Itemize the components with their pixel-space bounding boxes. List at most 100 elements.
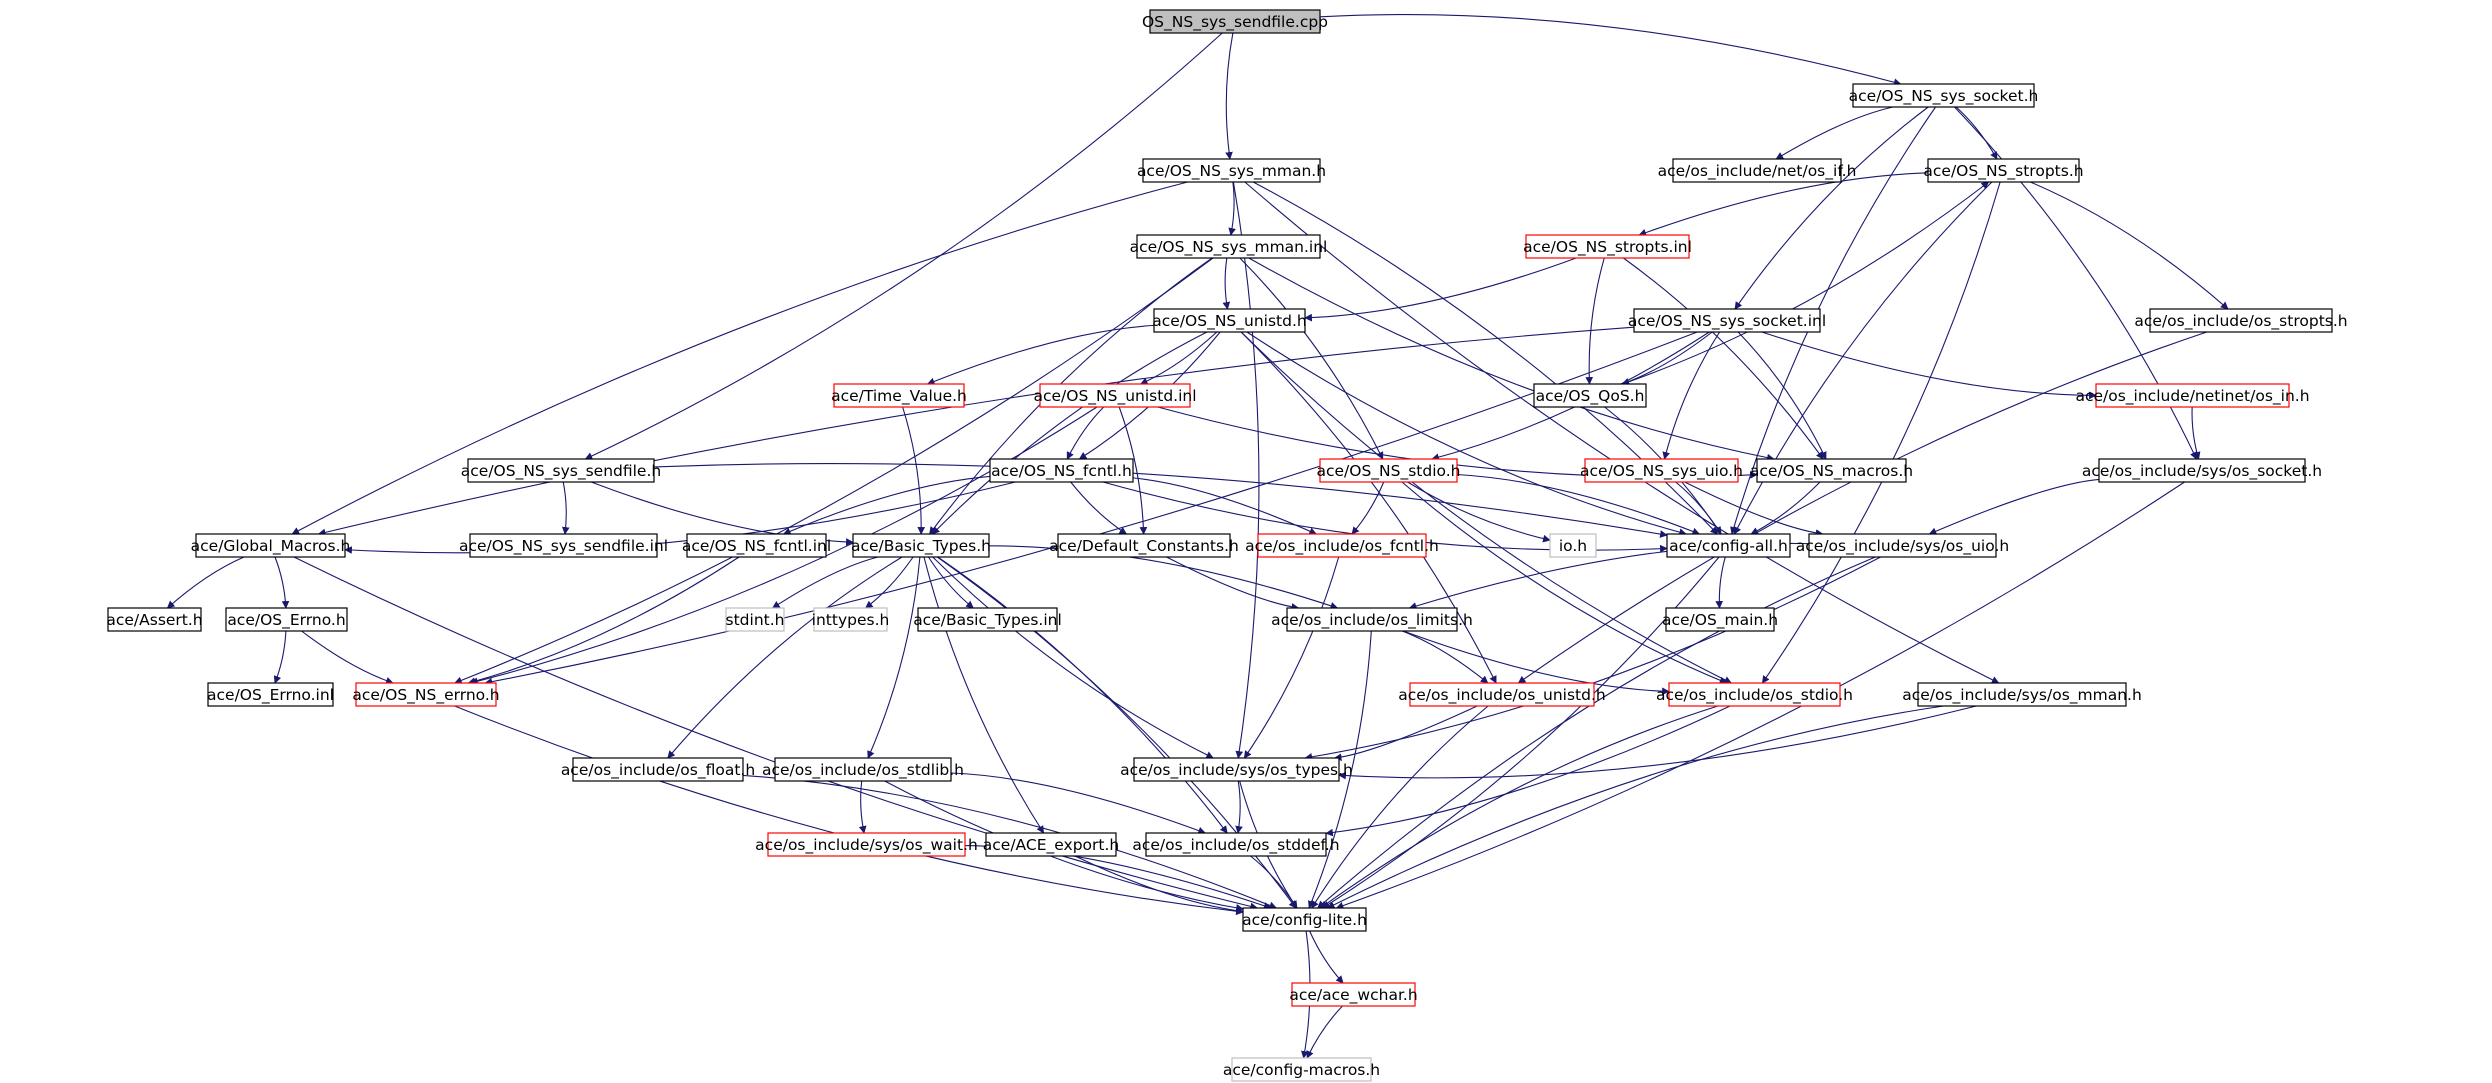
node-os-stdio-h[interactable]: ace/os_include/os_stdio.h xyxy=(1656,682,1853,707)
edge-time_value_h-to-basic_types_h xyxy=(902,406,926,535)
edge-sys_mman_inl-to-stdio_h xyxy=(1239,257,1384,460)
node-os-sys-wait-h[interactable]: ace/os_include/sys/os_wait.h xyxy=(755,832,978,857)
node-box xyxy=(813,607,888,632)
node-box xyxy=(1142,158,1321,183)
node-os-stddef-h[interactable]: ace/os_include/os_stddef.h xyxy=(1132,832,1340,857)
node-label: ace/Assert.h xyxy=(106,611,202,629)
node-fcntl-h[interactable]: ace/OS_NS_fcntl.h xyxy=(989,458,1134,483)
node-os-stropts-h[interactable]: ace/os_include/os_stropts.h xyxy=(2134,308,2348,333)
node-os-sys-types-h[interactable]: ace/os_include/sys/os_types.h xyxy=(1120,757,1353,782)
node-sys-mman-h[interactable]: ace/OS_NS_sys_mman.h xyxy=(1137,158,1326,183)
node-os-sys-socket-h[interactable]: ace/os_include/sys/os_socket.h xyxy=(2082,458,2322,483)
node-label: ace/os_include/os_stdio.h xyxy=(1656,686,1853,705)
node-config-macros-h[interactable]: ace/config-macros.h xyxy=(1223,1057,1380,1082)
node-label: ace/OS_NS_sys_socket.h xyxy=(1849,87,2039,106)
node-root[interactable]: OS_NS_sys_sendfile.cpp xyxy=(1142,9,1328,34)
edge-os_stdlib_h-to-os_stddef_h xyxy=(950,772,1206,835)
edge-basic_types_h-to-os_stddef_h xyxy=(937,556,1228,834)
node-os-limits-h[interactable]: ace/os_include/os_limits.h xyxy=(1271,607,1473,632)
node-label: ace/Basic_Types.inl xyxy=(913,611,1062,630)
edge-sys_mman_h-to-os_sys_mman_h xyxy=(1244,181,2000,684)
node-os-sys-uio-h[interactable]: ace/os_include/sys/os_uio.h xyxy=(1796,533,2009,558)
node-default-constants-h[interactable]: ace/Default_Constants.h xyxy=(1049,533,1239,558)
edge-os_limits_h-to-config_lite_h xyxy=(1308,630,1372,909)
node-ace-wchar-h[interactable]: ace/ace_wchar.h xyxy=(1289,982,1418,1007)
node-box xyxy=(1291,982,1416,1007)
node-errno-inl[interactable]: ace/OS_Errno.inl xyxy=(207,682,334,707)
node-qos-h[interactable]: ace/OS_QoS.h xyxy=(1533,383,1647,408)
node-sys-socket-h[interactable]: ace/OS_NS_sys_socket.h xyxy=(1849,83,2039,108)
edge-fcntl_h-to-default_constants_h xyxy=(1070,481,1128,535)
node-sys-socket-inl[interactable]: ace/OS_NS_sys_socket.inl xyxy=(1628,308,1826,333)
node-os-stdlib-h[interactable]: ace/os_include/os_stdlib.h xyxy=(762,757,964,782)
node-stropts-inl[interactable]: ace/OS_NS_stropts.inl xyxy=(1523,234,1692,259)
node-sys-sendfile-h[interactable]: ace/OS_NS_sys_sendfile.h xyxy=(461,458,661,483)
node-label: ace/Default_Constants.h xyxy=(1049,537,1239,556)
node-box xyxy=(989,458,1134,483)
edge-ace_wchar_h-to-config_macros_h xyxy=(1306,1005,1343,1059)
node-stdio-h[interactable]: ace/OS_NS_stdio.h xyxy=(1316,458,1461,483)
edge-basic_types_h-to-inttypes_h xyxy=(864,556,914,609)
node-net-if-h[interactable]: ace/os_include/net/os_if.h xyxy=(1658,158,1857,183)
node-box xyxy=(195,533,346,558)
node-os-sys-mman-h[interactable]: ace/os_include/sys/os_mman.h xyxy=(1902,682,2142,707)
node-os-fcntl-h[interactable]: ace/os_include/os_fcntl.h xyxy=(1245,533,1439,558)
edge-root-to-sys_mman_h xyxy=(1225,32,1234,160)
node-time-value-h[interactable]: ace/Time_Value.h xyxy=(831,383,967,408)
node-assert-h[interactable]: ace/Assert.h xyxy=(106,607,203,632)
edge-sys_mman_h-to-os_sys_types_h xyxy=(1232,181,1260,759)
node-label: ace/OS_NS_macros.h xyxy=(1750,462,1913,481)
node-os-main-h[interactable]: ace/OS_main.h xyxy=(1662,607,1778,632)
node-errno-h[interactable]: ace/OS_Errno.h xyxy=(225,607,348,632)
node-os-float-h[interactable]: ace/os_include/os_float.h xyxy=(561,757,755,782)
node-unistd-h[interactable]: ace/OS_NS_unistd.h xyxy=(1152,308,1307,333)
node-macros-h[interactable]: ace/OS_NS_macros.h xyxy=(1750,458,1913,483)
edge-os_stdlib_h-to-config_lite_h xyxy=(884,780,1244,912)
edge-sys_mman_inl-to-macros_h xyxy=(1248,257,1775,462)
node-box xyxy=(917,607,1058,632)
edge-os_stdio_h-to-os_stddef_h xyxy=(1325,705,1731,837)
node-sys-uio-h[interactable]: ace/OS_NS_sys_uio.h xyxy=(1580,458,1743,483)
edge-root-to-sys_socket_h xyxy=(1319,13,1902,86)
node-box xyxy=(1666,533,1791,558)
node-global-macros-h[interactable]: ace/Global_Macros.h xyxy=(191,533,351,558)
edge-basic_types_h-to-basic_types_inl xyxy=(927,556,974,609)
node-label: ace/OS_Errno.h xyxy=(227,611,345,630)
node-box xyxy=(1756,458,1907,483)
node-fcntl-inl[interactable]: ace/OS_NS_fcntl.inl xyxy=(682,533,831,558)
edge-fcntl_h-to-os_fcntl_h xyxy=(1132,477,1317,535)
node-basic-types-h[interactable]: ace/Basic_Types.h xyxy=(851,533,991,558)
edge-sys_sendfile_h-to-sys_sendfile_inl xyxy=(561,481,570,535)
node-ns-errno-h[interactable]: ace/OS_NS_errno.h xyxy=(352,682,500,707)
node-ace-export-h[interactable]: ace/ACE_export.h xyxy=(983,832,1119,857)
node-box xyxy=(572,757,744,782)
node-label: ace/config-lite.h xyxy=(1242,911,1367,929)
node-os-unistd-h[interactable]: ace/os_include/os_unistd.h xyxy=(1398,682,1606,707)
node-box xyxy=(774,757,952,782)
edge-sys_mman_h-to-global_macros_h xyxy=(291,181,1188,535)
node-box xyxy=(355,682,497,707)
edge-sys_sendfile_h-to-config_all_h xyxy=(653,463,1668,538)
node-unistd-inl[interactable]: ace/OS_NS_unistd.inl xyxy=(1033,383,1197,408)
node-stdint-h[interactable]: stdint.h xyxy=(725,607,785,632)
node-netinet-in-h[interactable]: ace/os_include/netinet/os_in.h xyxy=(2075,383,2310,408)
node-box xyxy=(467,458,655,483)
node-stropts-h[interactable]: ace/OS_NS_stropts.h xyxy=(1923,158,2084,183)
node-basic-types-inl[interactable]: ace/Basic_Types.inl xyxy=(913,607,1062,632)
node-config-all-h[interactable]: ace/config-all.h xyxy=(1666,533,1791,558)
node-sys-mman-inl[interactable]: ace/OS_NS_sys_mman.inl xyxy=(1130,234,1328,259)
node-box xyxy=(1039,383,1191,408)
edge-unistd_h-to-os_stdio_h xyxy=(1240,331,1732,684)
node-sys-sendfile-inl[interactable]: ace/OS_NS_sys_sendfile.inl xyxy=(459,533,668,558)
node-box xyxy=(1145,832,1327,857)
node-config-lite-h[interactable]: ace/config-lite.h xyxy=(1242,907,1367,932)
node-io-h[interactable]: io.h xyxy=(1549,533,1597,558)
node-inttypes-h[interactable]: inttypes.h xyxy=(812,607,890,632)
node-box xyxy=(1057,533,1231,558)
edge-global_macros_h-to-errno_h xyxy=(274,556,290,609)
node-box xyxy=(1153,308,1306,333)
edge-unistd_h-to-time_value_h xyxy=(926,324,1155,385)
edge-os_limits_h-to-os_unistd_h xyxy=(1401,630,1489,684)
node-box xyxy=(725,607,785,632)
